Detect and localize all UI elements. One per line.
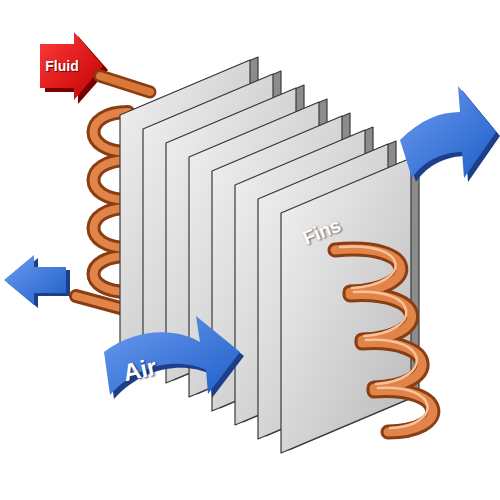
air-inlet-arrow xyxy=(104,316,244,399)
fin xyxy=(281,155,419,453)
outlet-arrow xyxy=(400,86,500,182)
fluid-inlet-arrow xyxy=(40,32,108,104)
outlet-arrow xyxy=(4,255,70,308)
part-label: Air xyxy=(121,353,159,387)
part-label: Fluid xyxy=(45,58,78,74)
copper-coil xyxy=(335,246,433,432)
